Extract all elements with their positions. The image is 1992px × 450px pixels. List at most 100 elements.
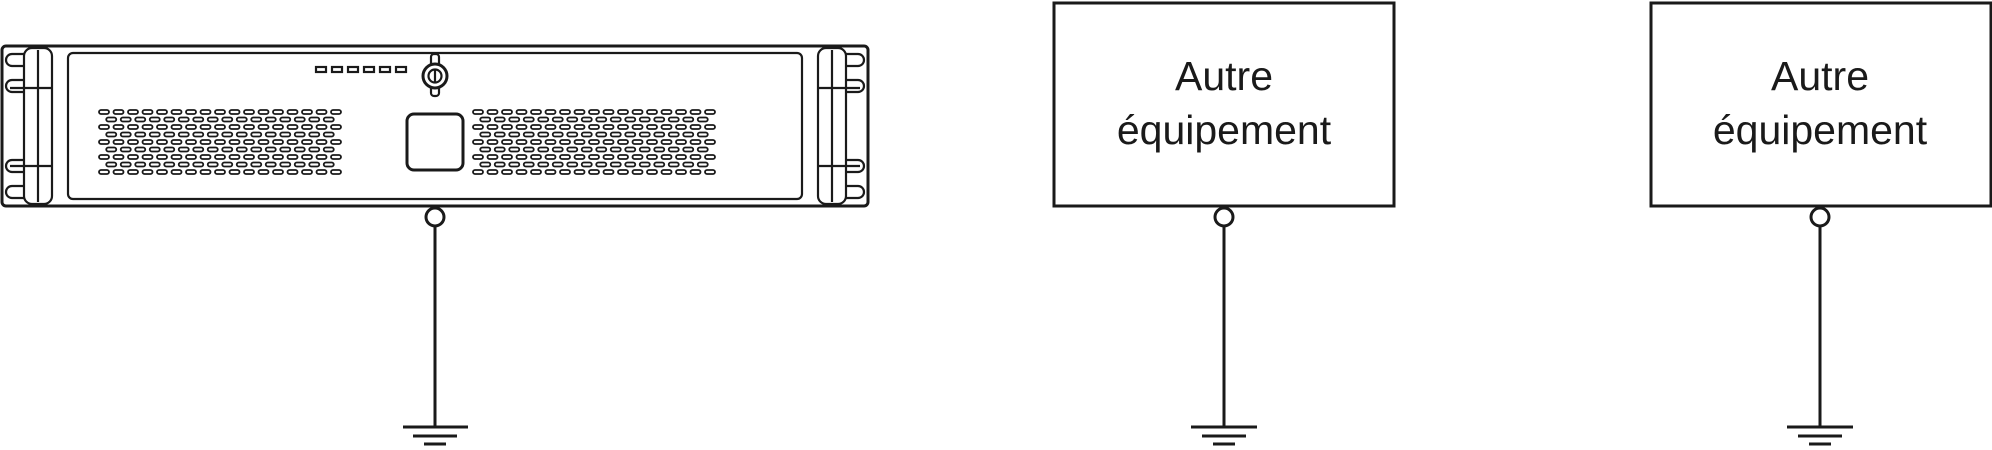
vent-slot xyxy=(472,139,484,145)
vent-slot xyxy=(501,154,513,160)
vent-slot xyxy=(228,154,241,160)
vent-slot xyxy=(250,161,263,168)
vent-slot xyxy=(112,124,125,130)
vent-slot xyxy=(689,109,702,115)
vent-slot xyxy=(522,131,535,138)
vent-slot xyxy=(544,169,557,175)
vent-slot xyxy=(602,109,615,115)
vent-slot xyxy=(192,161,205,168)
vent-slot xyxy=(624,146,637,153)
vent-slot xyxy=(667,161,680,168)
vent-slot xyxy=(537,131,550,138)
vent-slot xyxy=(156,124,168,130)
vent-slot xyxy=(148,161,161,168)
vent-slot xyxy=(206,116,219,123)
vent-slot xyxy=(315,169,328,175)
vent-slot xyxy=(163,116,176,123)
ground-terminal xyxy=(1213,206,1235,228)
vent-slot xyxy=(286,154,299,160)
vent-slot xyxy=(631,124,644,130)
vent-slot xyxy=(134,116,147,123)
vent-slot xyxy=(617,154,629,160)
vent-slot xyxy=(588,109,600,115)
equipment-label-line1: Autre xyxy=(1175,53,1273,99)
vent-slot xyxy=(631,154,644,160)
vent-slot xyxy=(646,124,658,130)
vent-slot xyxy=(134,161,147,168)
vent-slot xyxy=(330,109,342,115)
vent-slot xyxy=(221,131,234,138)
vent-slot xyxy=(653,131,666,138)
vent-slot xyxy=(214,139,226,145)
vent-slot xyxy=(199,169,212,175)
vent-slot xyxy=(163,131,176,138)
vent-slot xyxy=(257,124,270,130)
vent-slot xyxy=(559,139,571,145)
vent-slot xyxy=(580,131,593,138)
vent-slot xyxy=(486,109,499,115)
vent-slot xyxy=(330,154,342,160)
vent-slot xyxy=(286,169,299,175)
vent-slot xyxy=(177,131,190,138)
vent-slot xyxy=(631,109,644,115)
vent-slot xyxy=(696,161,709,168)
vent-slot xyxy=(501,109,513,115)
vent-slot xyxy=(330,169,342,175)
vent-slot xyxy=(704,169,716,175)
vent-slot xyxy=(279,131,292,138)
vent-slot xyxy=(486,154,499,160)
vent-slot xyxy=(192,146,205,153)
vent-slot xyxy=(98,124,110,130)
vent-slot xyxy=(479,116,492,123)
vent-slot xyxy=(301,154,313,160)
vent-slot xyxy=(134,146,147,153)
vent-slot xyxy=(595,161,608,168)
vent-slot xyxy=(301,169,313,175)
vent-slot xyxy=(199,154,212,160)
vent-slot xyxy=(646,139,658,145)
vent-slot xyxy=(602,124,615,130)
vent-slot xyxy=(156,169,168,175)
vent-slot xyxy=(501,139,513,145)
right-rack-ear xyxy=(816,46,866,206)
vent-slot xyxy=(243,139,255,145)
vent-slot xyxy=(515,169,528,175)
vent-slot xyxy=(206,161,219,168)
vent-slot xyxy=(235,146,248,153)
vent-slot xyxy=(308,146,321,153)
vent-slot xyxy=(537,161,550,168)
vent-slot xyxy=(580,146,593,153)
vent-slot xyxy=(185,169,197,175)
vent-slot xyxy=(192,116,205,123)
vent-slot xyxy=(660,109,673,115)
ground-terminal xyxy=(424,206,446,228)
vent-slot xyxy=(530,154,542,160)
vent-slot xyxy=(472,154,484,160)
vent-slot xyxy=(704,109,716,115)
vent-slot xyxy=(508,131,521,138)
vent-slot xyxy=(206,146,219,153)
vent-slot xyxy=(493,131,506,138)
vent-slot xyxy=(617,109,629,115)
status-leds xyxy=(314,65,408,74)
vent-slot xyxy=(112,139,125,145)
vent-slot xyxy=(163,161,176,168)
vent-slot xyxy=(286,139,299,145)
vent-slot xyxy=(221,146,234,153)
vent-slot xyxy=(609,146,622,153)
vent-slot xyxy=(293,131,306,138)
vent-slot xyxy=(141,109,154,115)
vent-slot xyxy=(156,139,168,145)
vent-slot xyxy=(602,169,615,175)
power-button xyxy=(405,112,465,172)
vent-slot xyxy=(624,161,637,168)
vent-slot xyxy=(595,131,608,138)
vent-slot xyxy=(617,169,629,175)
vent-slot xyxy=(228,139,241,145)
vent-slot xyxy=(177,146,190,153)
vent-slot xyxy=(544,154,557,160)
vent-slot xyxy=(704,154,716,160)
vent-slot xyxy=(675,169,687,175)
vent-slot xyxy=(264,131,277,138)
